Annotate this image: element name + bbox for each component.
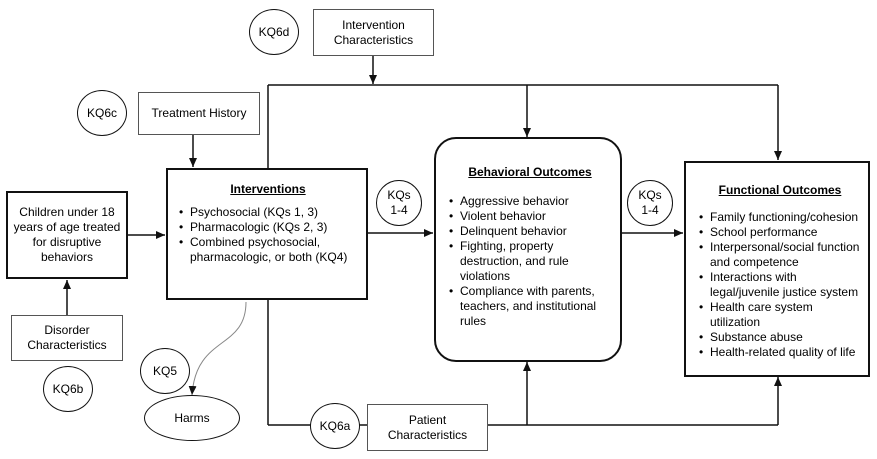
interventions-title: Interventions	[230, 182, 306, 196]
kq6b-circle: KQ6b	[43, 366, 93, 412]
disorder-characteristics-label: Disorder Characteristics	[27, 323, 107, 352]
behavioral-item: Delinquent behavior	[449, 224, 612, 239]
kq6b-label: KQ6b	[52, 381, 84, 396]
kq6d-label: KQ6d	[258, 24, 290, 39]
functional-item: Family functioning/cohesion	[699, 210, 862, 225]
functional-outcomes-list: Family functioning/cohesion School perfo…	[698, 210, 862, 360]
kq6a-label: KQ6a	[319, 418, 351, 433]
kq5-label: KQ5	[152, 363, 177, 378]
functional-item: Interpersonal/social function and compet…	[699, 240, 862, 270]
interventions-list: Psychosocial (KQs 1, 3) Pharmacologic (K…	[178, 205, 358, 265]
kq5-circle: KQ5	[140, 348, 190, 394]
interventions-item: Psychosocial (KQs 1, 3)	[179, 205, 358, 220]
functional-item: Health care system utilization	[699, 300, 862, 330]
children-label: Children under 18 years of age treated f…	[13, 205, 121, 264]
functional-item: School performance	[699, 225, 862, 240]
treatment-history-box: Treatment History	[138, 92, 260, 135]
behavioral-item: Violent behavior	[449, 209, 612, 224]
functional-outcomes-box: Functional Outcomes Family functioning/c…	[684, 161, 870, 377]
patient-characteristics-box: Patient Characteristics	[367, 404, 488, 451]
arrow-harms	[188, 301, 247, 396]
disorder-characteristics-box: Disorder Characteristics	[11, 315, 123, 361]
kq6d-circle: KQ6d	[249, 9, 299, 55]
kq1-4-right-circle: KQs 1-4	[627, 180, 673, 226]
kq1-4-right-label: KQs 1-4	[638, 188, 662, 217]
intervention-characteristics-label: Intervention Characteristics	[333, 17, 414, 47]
kq1-4-left-label: KQs 1-4	[387, 188, 411, 217]
kq1-4-left-circle: KQs 1-4	[376, 180, 422, 226]
interventions-box: Interventions Psychosocial (KQs 1, 3) Ph…	[166, 168, 368, 300]
kq6a-circle: KQ6a	[310, 403, 360, 449]
harms-ellipse: Harms	[144, 395, 240, 441]
behavioral-outcomes-list: Aggressive behavior Violent behavior Del…	[448, 194, 612, 329]
functional-item: Health-related quality of life	[699, 345, 862, 360]
intervention-characteristics-box: Intervention Characteristics	[313, 9, 434, 56]
harms-label: Harms	[174, 410, 210, 425]
behavioral-item: Fighting, property destruction, and rule…	[449, 239, 612, 284]
behavioral-outcomes-box: Behavioral Outcomes Aggressive behavior …	[434, 137, 622, 362]
treatment-history-label: Treatment History	[151, 106, 247, 120]
behavioral-item: Aggressive behavior	[449, 194, 612, 209]
interventions-item: Combined psychosocial, pharmacologic, or…	[179, 235, 358, 265]
functional-item: Interactions with legal/juvenile justice…	[699, 270, 862, 300]
behavioral-item: Compliance with parents, teachers, and i…	[449, 284, 612, 329]
interventions-item: Pharmacologic (KQs 2, 3)	[179, 220, 358, 235]
functional-outcomes-title: Functional Outcomes	[718, 183, 842, 197]
functional-item: Substance abuse	[699, 330, 862, 345]
kq6c-label: KQ6c	[86, 105, 117, 120]
children-box: Children under 18 years of age treated f…	[6, 191, 128, 279]
patient-characteristics-label: Patient Characteristics	[387, 412, 468, 442]
kq6c-circle: KQ6c	[77, 90, 127, 136]
behavioral-outcomes-title: Behavioral Outcomes	[468, 165, 592, 179]
